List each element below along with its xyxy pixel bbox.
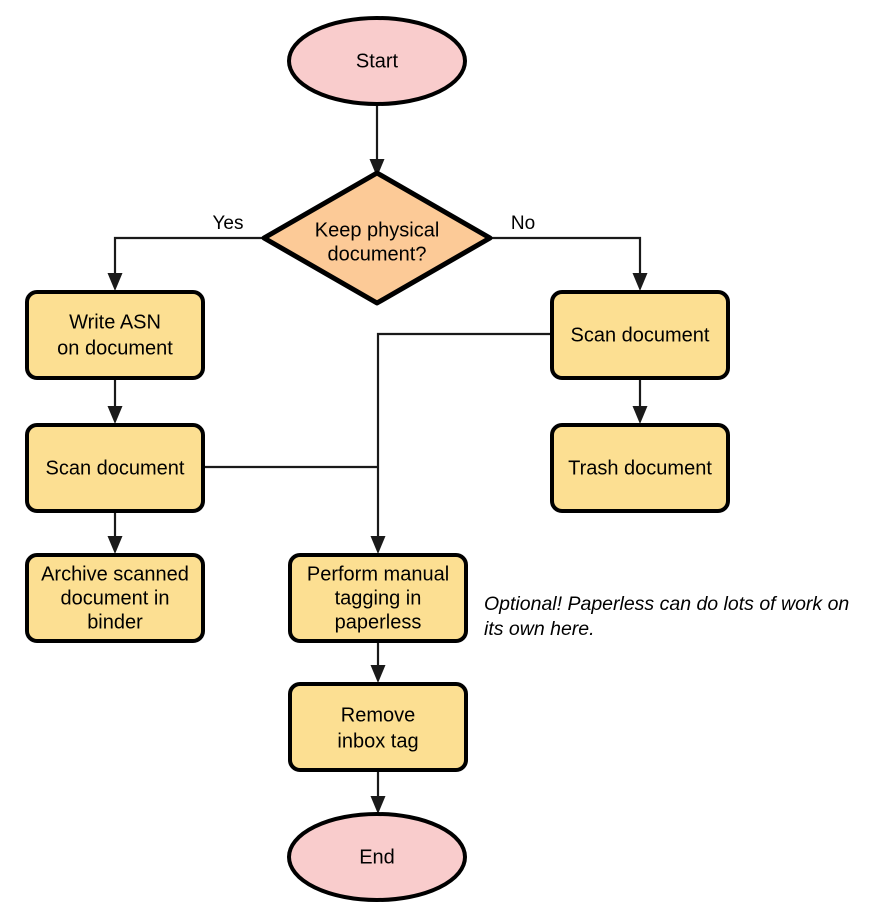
edge-decision-no-to-scan-right [492,236,648,291]
node-perform-manual-tagging[interactable]: Perform manual tagging in paperless [288,553,468,643]
archive-box-shape [25,553,205,643]
optional-note-line2: its own here. [484,618,595,640]
archive-label-line3: binder [87,611,143,633]
node-archive-scanned-document[interactable]: Archive scanned document in binder [25,553,205,643]
optional-note-line1: Optional! Paperless can do lots of work … [484,593,849,615]
scan-document-right-label: Scan document [571,324,710,346]
remove-inbox-box-shape [288,682,468,772]
end-label: End [359,846,395,868]
archive-label-line2: document in [61,587,170,609]
scan-document-left-box-shape [25,423,205,513]
annotation-optional-note: Optional! Paperless can do lots of work … [484,593,849,640]
edge-start-to-decision [369,103,385,177]
decision-label-line2: document? [328,243,427,265]
edge-scan-right-to-tagging [370,332,552,554]
trash-document-label: Trash document [568,457,712,479]
edge-scan-right-to-trash [632,378,648,424]
node-scan-document-right[interactable]: Scan document [550,290,730,380]
end-ellipse-shape [287,812,467,902]
scan-document-right-box-shape [550,290,730,380]
tagging-label-line1: Perform manual [307,563,449,585]
tagging-label-line3: paperless [335,611,422,633]
edge-remove-inbox-to-end [370,770,386,814]
tagging-box-shape [288,553,468,643]
node-end[interactable]: End [287,812,467,902]
start-ellipse-shape [287,16,467,106]
node-decision-keep-physical-document[interactable]: Keep physical document? [261,170,493,306]
trash-document-box-shape [550,423,730,513]
scan-document-left-label: Scan document [46,457,185,479]
edge-label-no: No [511,213,535,234]
edge-tagging-to-remove-inbox [370,641,386,683]
remove-inbox-label-line2: inbox tag [337,730,418,752]
edge-decision-yes-to-write-asn [107,236,262,291]
node-trash-document[interactable]: Trash document [550,423,730,513]
write-asn-label-line1: Write ASN [69,311,161,333]
remove-inbox-label-line1: Remove [341,704,415,726]
node-write-asn-on-document[interactable]: Write ASN on document [25,290,205,380]
edge-layer [107,103,648,814]
node-start[interactable]: Start [287,16,467,106]
edge-scan-left-to-archive [107,511,123,554]
tagging-label-line2: tagging in [335,587,422,609]
start-label: Start [356,50,399,72]
write-asn-box-shape [25,290,205,380]
edge-label-yes: Yes [213,213,244,234]
decision-diamond-shape [261,170,493,306]
edge-write-asn-to-scan-left [107,378,123,424]
archive-label-line1: Archive scanned [41,563,189,585]
write-asn-label-line2: on document [57,337,173,359]
node-remove-inbox-tag[interactable]: Remove inbox tag [288,682,468,772]
node-scan-document-left[interactable]: Scan document [25,423,205,513]
decision-label-line1: Keep physical [315,219,440,241]
